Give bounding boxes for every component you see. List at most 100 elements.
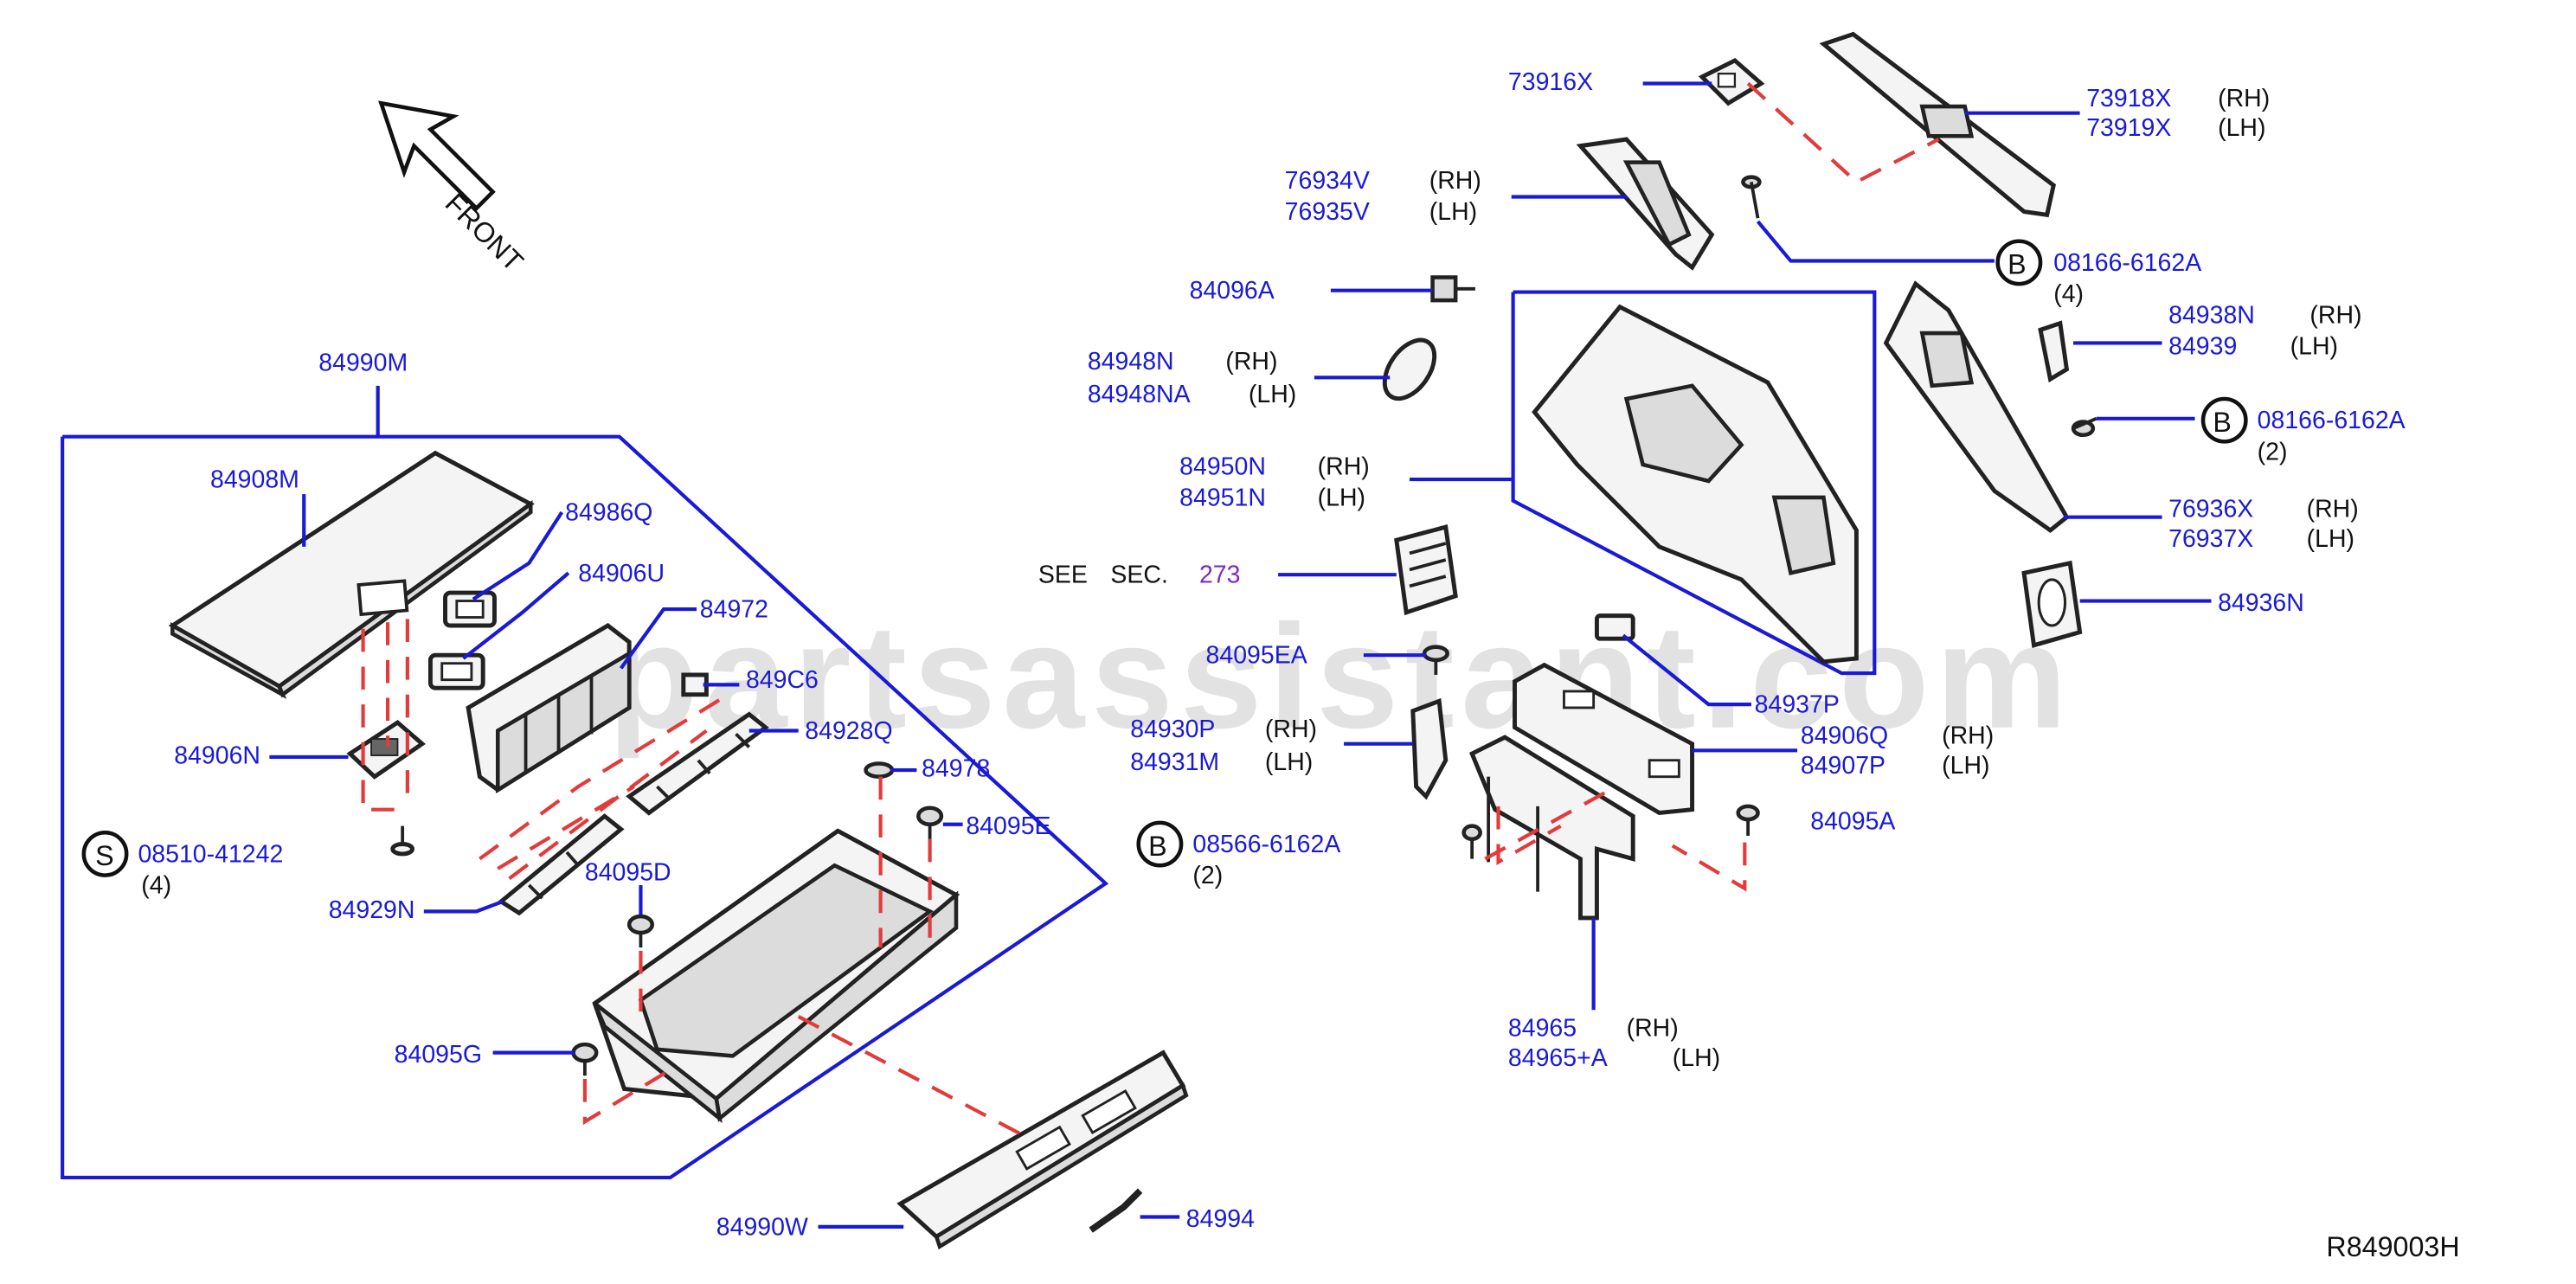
side-84951N: (LH) [1318,484,1365,511]
marker-b-label-1: B [2007,249,2027,280]
part-84095D-clip [626,914,655,948]
label-84986Q: 84986Q [565,499,652,527]
part-number-labels: 73916X 73918X 73919X 76934V 76935V 08166… [138,68,2405,1241]
part-vent-sec273 [1394,523,1458,616]
label-84948NA: 84948NA [1088,381,1191,408]
label-84906Q: 84906Q [1801,722,1888,750]
qty-08566: (2) [1192,862,1223,889]
label-84929N: 84929N [329,896,415,924]
part-84936N-grommet [2021,560,2083,648]
label-76935V: 76935V [1285,198,1370,226]
side-84907P: (LH) [1942,752,1989,780]
part-73918X-trim [1819,31,2057,218]
label-84095A: 84095A [1810,807,1895,835]
qty-08510: (4) [141,871,171,899]
side-73919X: (LH) [2218,114,2265,142]
side-labels: (RH) (LH) (RH) (LH) (RH) (LH) (RH) (LH) … [1225,85,2361,1072]
part-84948N-knob [1382,337,1437,401]
label-84906U: 84906U [578,560,665,587]
part-84990W-sill [896,1050,1189,1250]
label-84948N: 84948N [1088,348,1174,376]
part-84906U-frame [427,652,485,690]
part-84929N-bracket [497,813,625,916]
part-84950N-panel [1532,304,1859,664]
part-76936X-pillar [1883,280,2070,533]
part-84986Q-frame [443,590,497,628]
part-84937P-frame [1594,613,1635,641]
part-76934V-trim [1576,137,1715,271]
side-76935V: (LH) [1429,198,1477,226]
label-84095EA: 84095EA [1206,642,1307,670]
part-84095G-clip [571,1042,599,1076]
bolt-84096A-icon [1430,275,1475,303]
assembly-enclosure [61,385,1109,1180]
part-84908M-board [168,450,535,699]
label-84939: 84939 [2168,333,2237,361]
qty-08166-top: (4) [2053,280,2084,308]
side-84930P: (RH) [1265,716,1317,743]
part-84972-box [466,623,632,793]
assembly-dashed-lines [361,81,1940,1140]
side-76934V: (RH) [1429,167,1481,195]
label-84972: 84972 [700,596,768,624]
part-84978-cap [864,761,895,779]
part-84928Q-bracket [626,711,769,816]
trim-panel-enclosure [1511,290,1877,676]
side-84965: (RH) [1627,1015,1679,1043]
see-text: SEE [1038,562,1088,589]
label-849C6: 849C6 [746,666,819,694]
label-84951N: 84951N [1179,484,1266,511]
label-73919X: 73919X [2086,114,2171,142]
sec-text: SEC. [1110,562,1167,589]
marker-s-circle [81,830,129,877]
label-84908M: 84908M [210,466,299,494]
label-84928Q: 84928Q [805,717,892,745]
label-76937X: 76937X [2168,525,2253,553]
marker-b-label-2: B [2213,407,2232,438]
side-84939: (LH) [2290,333,2338,361]
part-84994-strip [1089,1188,1143,1233]
part-84906Q-shelf [1513,662,1695,815]
label-84095D: 84095D [585,858,671,886]
label-84937P: 84937P [1755,691,1840,719]
side-84931M: (LH) [1265,748,1313,776]
label-08510: 08510-41242 [138,840,283,868]
label-84950N: 84950N [1179,453,1266,480]
marker-b-circle-1 [1995,239,2043,286]
label-08566: 08566-6162A [1192,831,1340,858]
label-84907P: 84907P [1801,752,1885,780]
side-84906Q: (RH) [1942,722,1994,750]
label-84095G: 84095G [395,1041,482,1069]
part-84930P-hook [1410,697,1449,800]
figure-reference: R849003H [2326,1231,2459,1262]
label-84990M: 84990M [318,350,408,377]
marker-s-label: S [95,840,114,871]
screw-08566-icon [1461,824,1482,859]
label-84906N: 84906N [174,742,260,769]
leader-lines [269,81,2212,1229]
front-arrow-icon [378,100,496,211]
sec-number-link[interactable]: 273 [1199,562,1241,589]
side-76936X: (RH) [2307,496,2359,523]
label-84965A: 84965+A [1508,1044,1608,1072]
label-84990W: 84990W [716,1213,808,1241]
label-84994: 84994 [1186,1205,1255,1233]
side-84948NA: (LH) [1249,381,1296,408]
label-76936X: 76936X [2168,496,2253,523]
side-84948N: (RH) [1225,348,1277,376]
part-84938N-latch [2038,320,2070,383]
screw-08166-top-icon [1741,175,1762,219]
label-73916X: 73916X [1508,68,1593,96]
marker-b-circle-3 [1136,820,1184,868]
label-84095E: 84095E [966,812,1050,840]
side-76937X: (LH) [2307,525,2354,553]
side-84965A: (LH) [1673,1044,1720,1072]
screw-08166-mid-icon [2071,417,2097,438]
qty-08166-mid: (2) [2258,438,2288,465]
label-84096A: 84096A [1190,277,1275,305]
label-84965: 84965 [1508,1015,1577,1043]
label-84936N: 84936N [2218,589,2304,617]
part-849C6-clip [681,672,709,697]
label-84931M: 84931M [1130,748,1219,776]
